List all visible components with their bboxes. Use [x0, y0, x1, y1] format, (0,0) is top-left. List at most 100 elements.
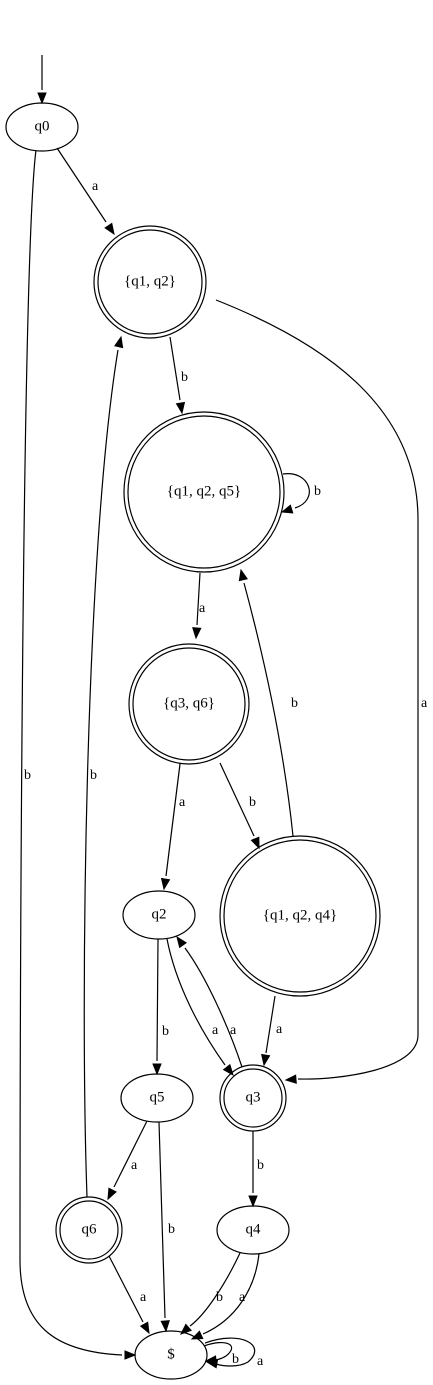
state-label: q2 — [152, 906, 167, 922]
state-ellipse — [134, 1330, 208, 1380]
edge-arrowhead — [124, 1350, 137, 1360]
edge-line — [19, 149, 123, 1356]
state-label: q0 — [35, 118, 50, 134]
edge-line — [282, 473, 310, 509]
edge-line — [166, 938, 226, 1066]
edge-q5-sink-b: b — [158, 1121, 175, 1333]
state-outer-circle — [123, 411, 285, 573]
edge-arrowhead — [160, 877, 171, 891]
edge-label: a — [92, 179, 99, 194]
edge-label: a — [199, 601, 206, 616]
edge-line — [83, 349, 119, 1198]
edge-label: b — [168, 1222, 175, 1237]
edge-label: b — [24, 768, 31, 783]
edge-q125-q125-b: b — [280, 473, 321, 514]
edge-line — [243, 582, 294, 837]
state-outer-circle — [219, 835, 381, 997]
edge-label: b — [181, 370, 188, 385]
edge-arrowhead — [284, 1074, 297, 1084]
edge-line — [203, 1342, 233, 1361]
edge-label: a — [179, 795, 186, 810]
edge-q36-q2-a: a — [160, 763, 186, 891]
state-ellipse — [120, 1073, 194, 1123]
state-inner-circle — [223, 839, 377, 993]
edge-q125-q36-a: a — [192, 572, 206, 640]
edge-arrowhead — [160, 1320, 170, 1333]
edge-arrowhead — [175, 401, 186, 415]
edge-arrowhead — [190, 1330, 204, 1340]
edge-line — [184, 947, 243, 1068]
edge-label: b — [162, 1024, 169, 1039]
state-q4: q4 — [216, 1205, 290, 1255]
edge-arrowhead — [139, 1321, 150, 1335]
edge-q6-sink-a: a — [108, 1255, 150, 1335]
state-ellipse — [216, 1205, 290, 1255]
edge-line — [265, 995, 276, 1054]
edge-q2-q5-b: b — [152, 938, 169, 1076]
edge-arrowhead — [114, 335, 124, 349]
edge-arrowhead — [248, 1195, 258, 1208]
edge-label: b — [90, 768, 97, 783]
state-label: {q3, q6} — [163, 695, 215, 711]
edge-arrowhead — [280, 504, 294, 514]
edge-label: b — [257, 1158, 264, 1173]
state-outer-circle — [55, 1196, 123, 1264]
edge-line — [113, 1120, 148, 1188]
edge-q4-sink-b: b — [179, 1252, 241, 1335]
edge-arrowhead — [250, 836, 260, 850]
state-ellipse — [122, 890, 196, 940]
edge-arrowhead — [261, 1053, 271, 1067]
state-q124: {q1, q2, q4} — [219, 835, 381, 997]
state-inner-circle — [127, 415, 281, 569]
edge-line — [158, 1121, 166, 1319]
edge-arrowhead — [152, 1063, 162, 1076]
state-sink: $ — [134, 1330, 208, 1380]
state-q0: q0 — [5, 102, 79, 152]
edge-arrowhead — [192, 627, 202, 640]
edge-label: a — [140, 1290, 147, 1305]
edge-q12-q125-b: b — [169, 336, 188, 415]
state-q125: {q1, q2, q5} — [123, 411, 285, 573]
nodes-layer: q0 {q1, q2} {q1, q2, q5} {q3, q6} q2 {q1, q2,… — [5, 102, 381, 1380]
state-label: {q1, q2, q5} — [167, 483, 241, 499]
state-q3: q3 — [219, 1064, 287, 1132]
edge-arrowhead — [205, 1359, 219, 1369]
edge-q12-q3-a: a — [215, 299, 428, 1084]
state-label: {q1, q2, q4} — [263, 907, 337, 923]
edge-arrowhead — [176, 935, 188, 949]
edge-label: b — [291, 696, 298, 711]
state-inner-circle — [223, 1068, 283, 1128]
edge-line — [169, 336, 181, 401]
edge-arrowhead — [179, 1323, 192, 1335]
state-q12: {q1, q2} — [93, 225, 207, 339]
edge-label: b — [216, 1290, 223, 1305]
edge-q3-q2-a: a — [176, 935, 243, 1068]
edge-label: b — [232, 1352, 239, 1367]
edge-line — [165, 763, 181, 877]
edge-sink-sink-a: a — [204, 1337, 264, 1369]
edge-label: a — [421, 696, 428, 711]
edge-q2-q3-a: a — [166, 938, 234, 1077]
edge-q124-q125-b: b — [238, 568, 298, 837]
edge-arrowhead — [104, 222, 115, 236]
edge-q36-q124-b: b — [219, 762, 260, 850]
edge-arrowhead — [107, 1187, 117, 1201]
edge-line — [219, 762, 255, 837]
state-ellipse — [5, 102, 79, 152]
edge-q5-q6-a: a — [107, 1120, 148, 1201]
edge-q4-sink-a: a — [190, 1253, 260, 1340]
state-outer-circle — [219, 1064, 287, 1132]
state-q6: q6 — [55, 1196, 123, 1264]
state-label: $ — [167, 1346, 175, 1362]
state-label: q3 — [246, 1089, 261, 1105]
edge-line — [202, 1253, 260, 1335]
edge-label: a — [230, 1023, 237, 1038]
state-inner-circle — [97, 229, 203, 335]
state-inner-circle — [59, 1200, 119, 1260]
edge-line — [56, 147, 107, 223]
edge-q6-q12-b: b — [83, 335, 124, 1198]
edge-label: a — [131, 1158, 138, 1173]
edge-label: b — [249, 795, 256, 810]
